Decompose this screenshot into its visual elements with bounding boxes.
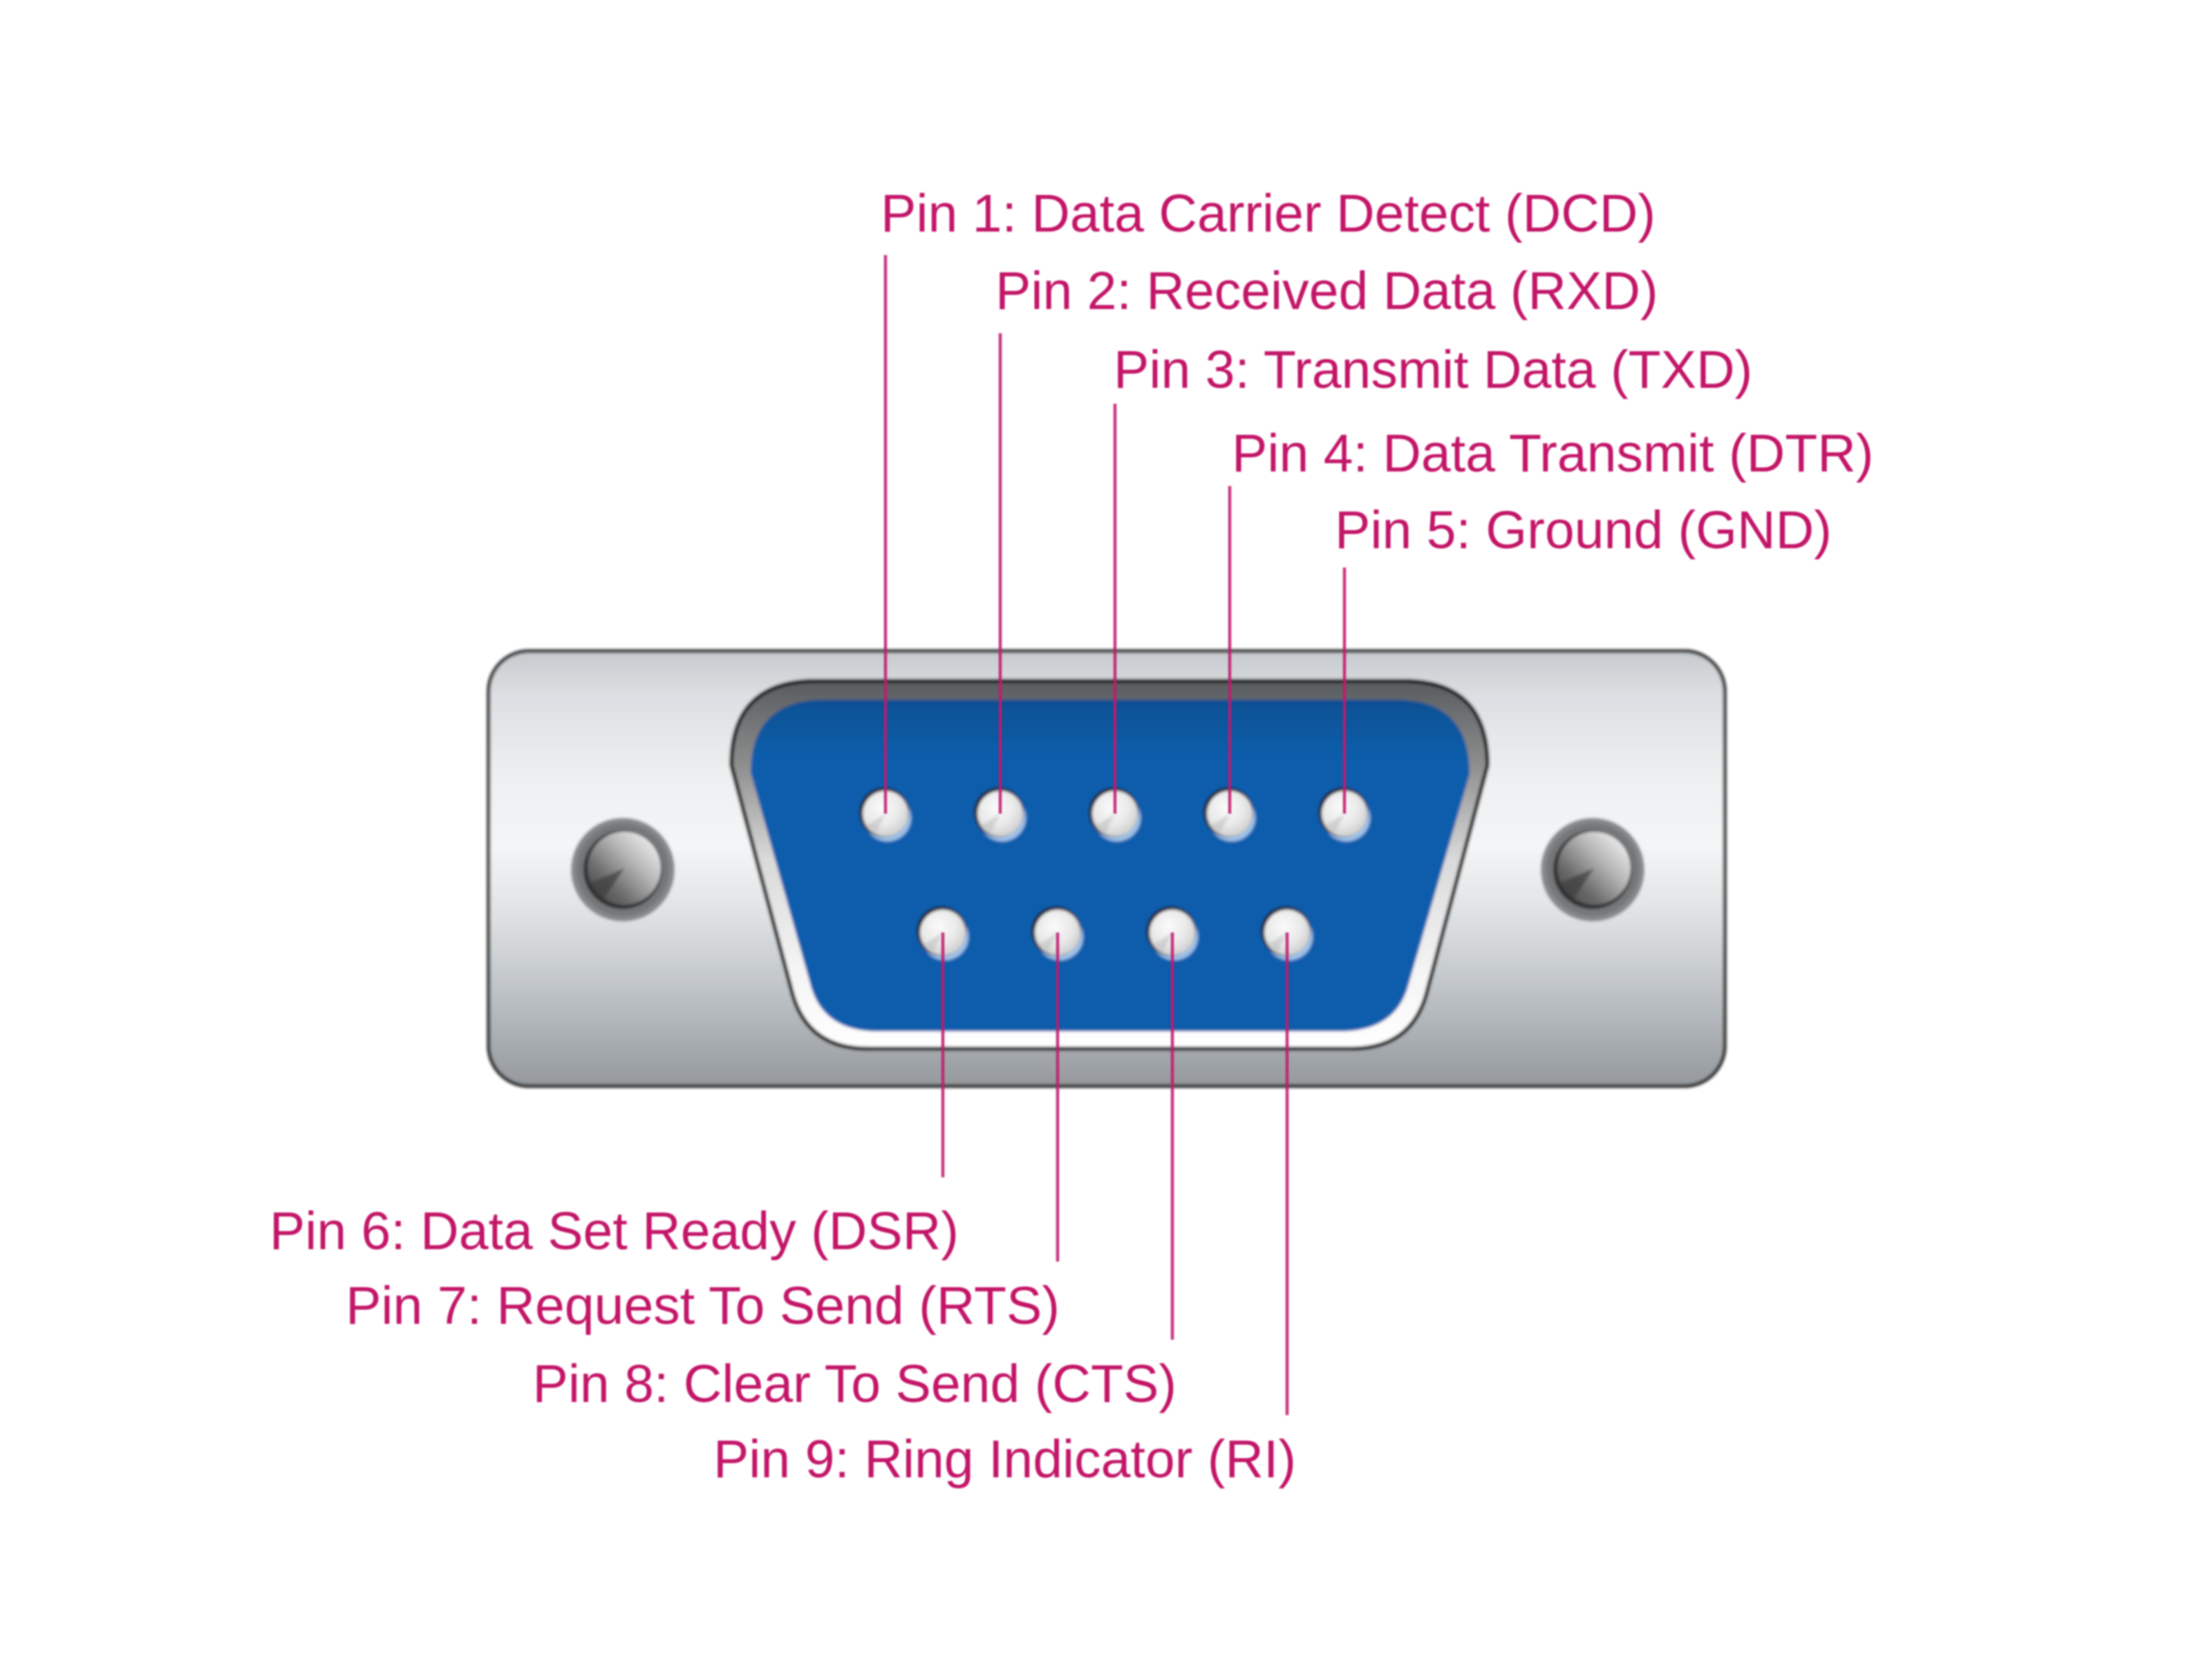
svg-text:Pin 3: Transmit Data (TXD): Pin 3: Transmit Data (TXD) [1114,340,1752,400]
svg-text:Pin 8: Clear To Send (CTS): Pin 8: Clear To Send (CTS) [532,1354,1177,1414]
svg-text:Pin 7: Request To Send (RTS): Pin 7: Request To Send (RTS) [346,1276,1060,1336]
svg-text:Pin 1: Data Carrier Detect (DC: Pin 1: Data Carrier Detect (DCD) [881,184,1656,243]
svg-text:Pin 5: Ground (GND): Pin 5: Ground (GND) [1335,500,1832,560]
svg-text:Pin 9: Ring Indicator (RI): Pin 9: Ring Indicator (RI) [713,1430,1296,1489]
svg-text:Pin 4: Data Transmit (DTR): Pin 4: Data Transmit (DTR) [1232,424,1873,483]
svg-text:Pin 2: Received Data (RXD): Pin 2: Received Data (RXD) [995,261,1658,321]
svg-text:Pin 6: Data Set Ready (DSR): Pin 6: Data Set Ready (DSR) [270,1201,959,1261]
